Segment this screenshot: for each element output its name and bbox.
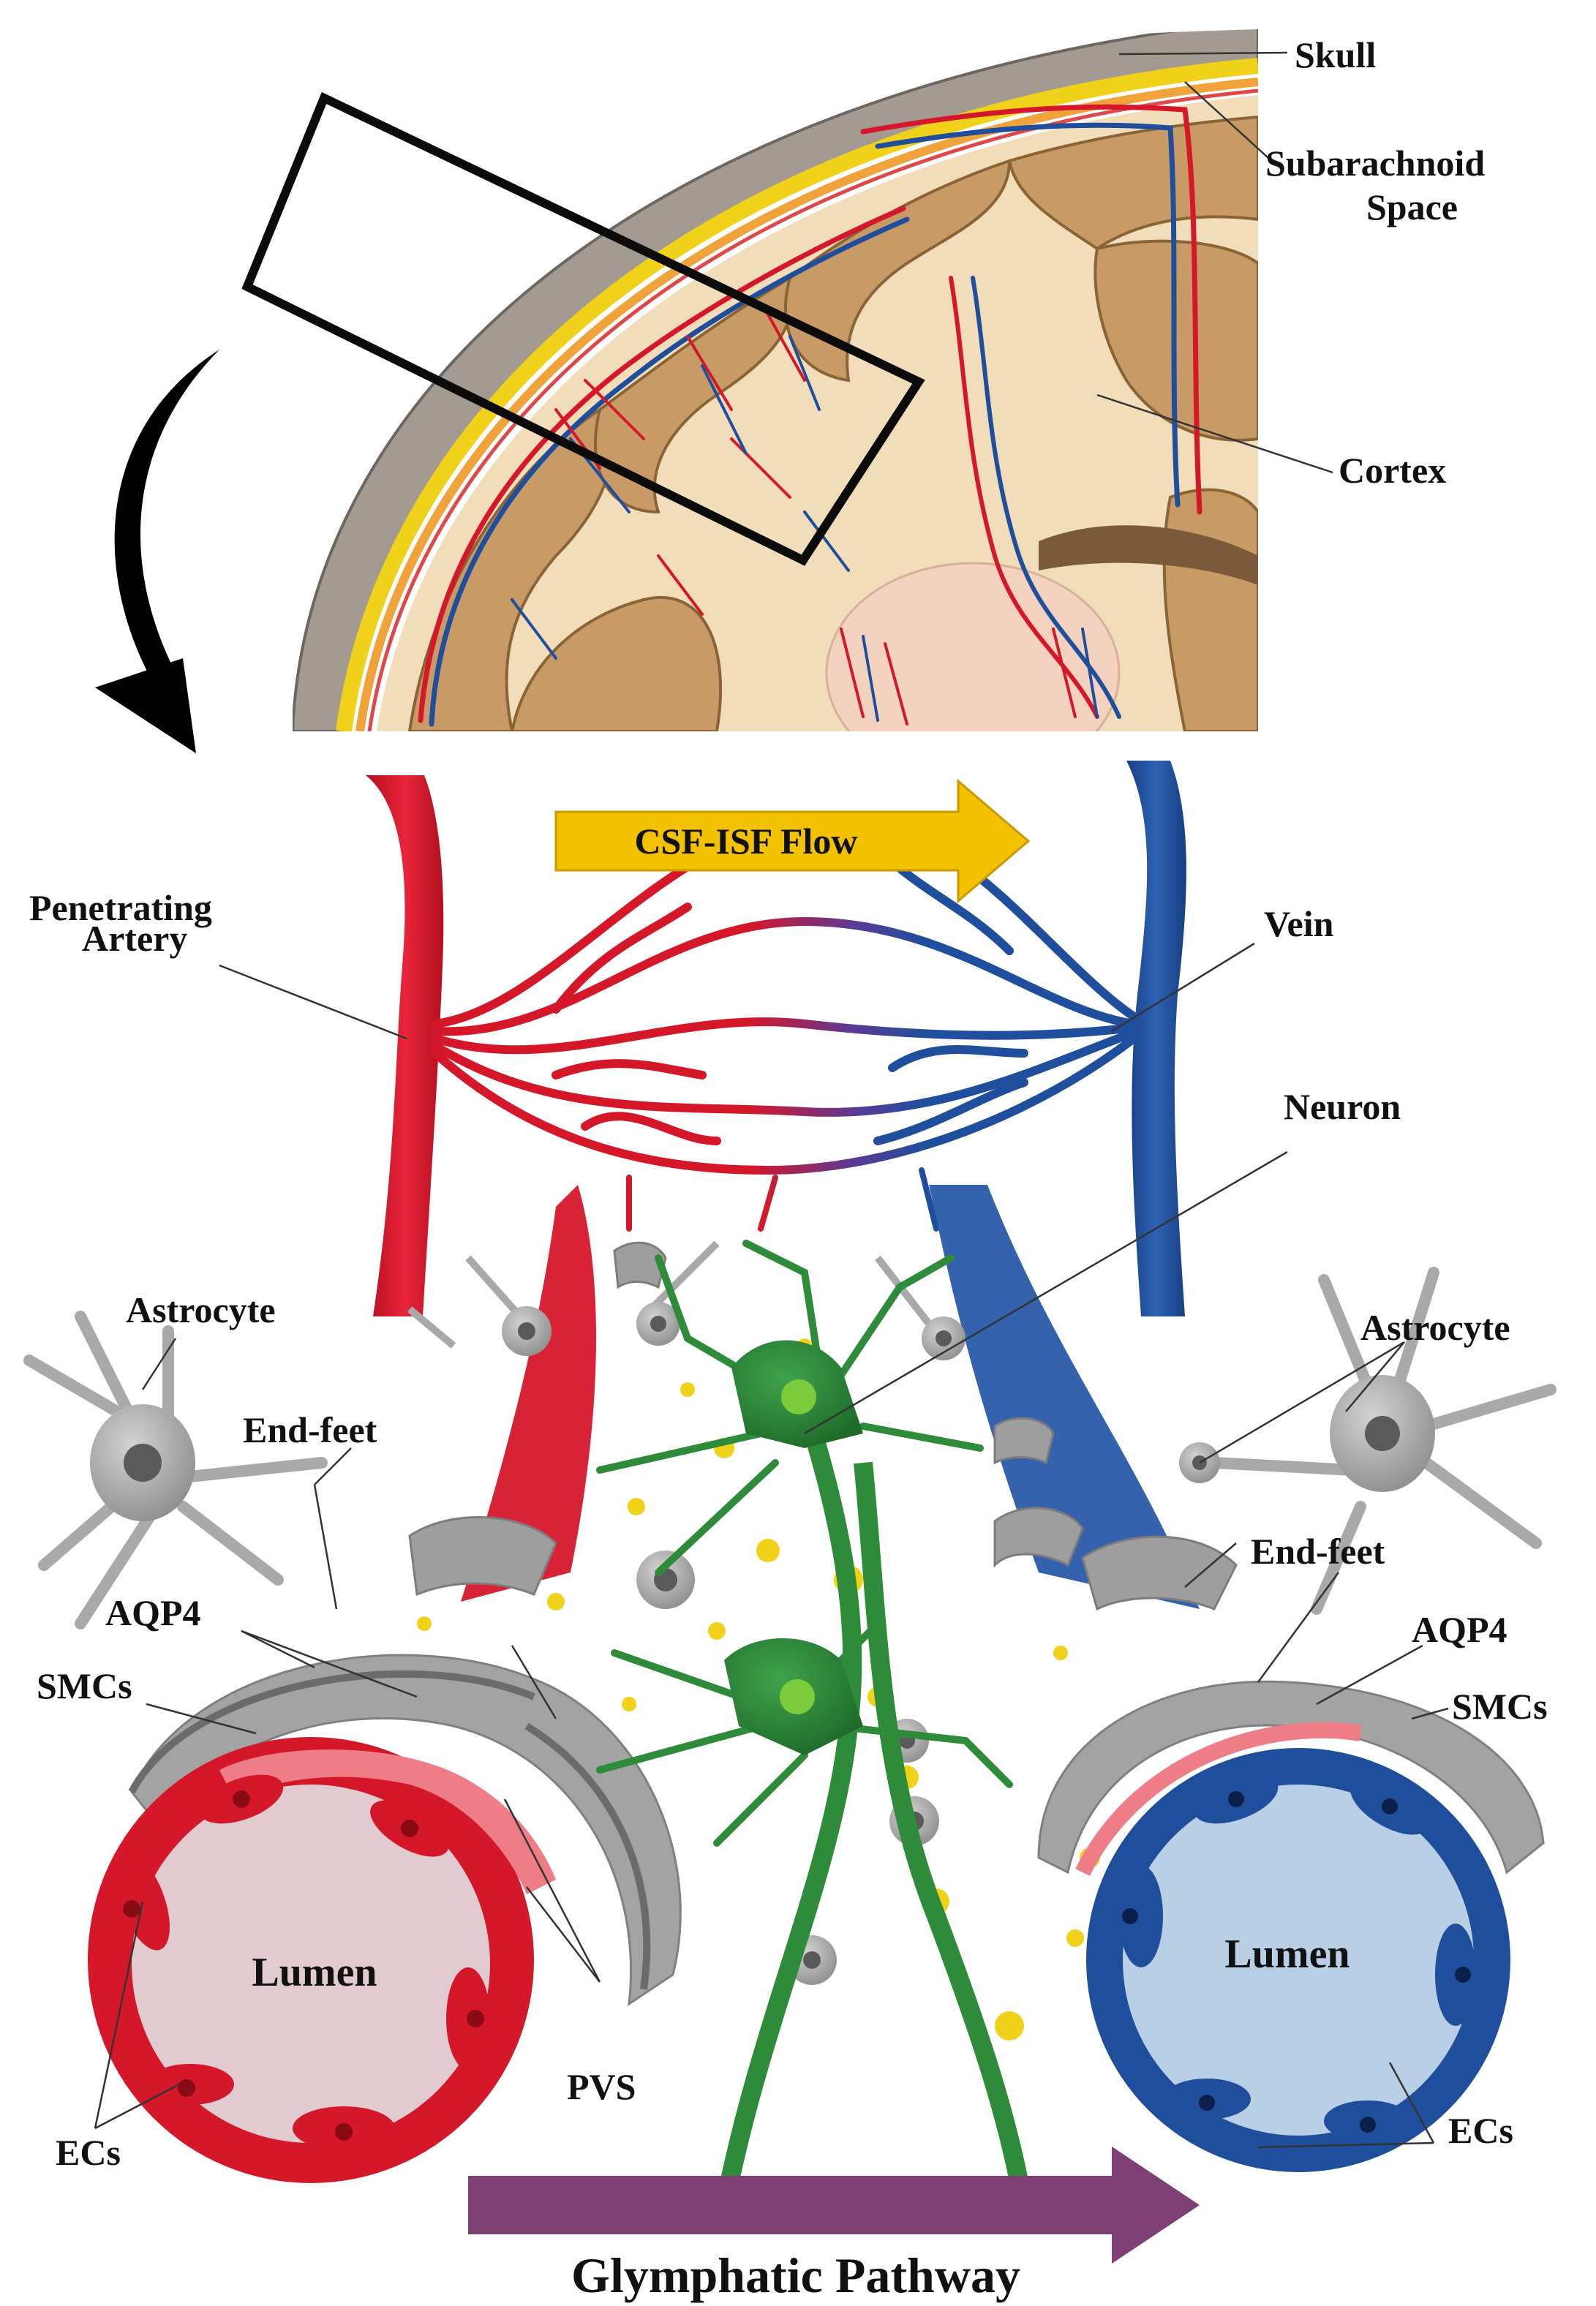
leader-lines: [94, 51, 1449, 2149]
lumen-right-label: Lumen: [1224, 1932, 1350, 1977]
zoom-arrow: [95, 350, 219, 753]
aqp4-right-label: AQP4: [1412, 1609, 1507, 1650]
cellular-layer: [23, 1240, 1557, 2211]
astrocyte-left-label: Astrocyte: [126, 1289, 276, 1330]
zoom-box: [241, 91, 925, 566]
csf-isf-flow-arrow: CSF-ISF Flow: [554, 778, 1031, 904]
astrocyte-right-label: Astrocyte: [1360, 1307, 1510, 1348]
artery-cross-section: [88, 1654, 682, 2183]
vein-label: Vein: [1264, 903, 1334, 944]
cortex-label: Cortex: [1339, 450, 1446, 491]
surface-vessels: [418, 104, 1202, 727]
astrocyte-left: [23, 1311, 328, 1629]
labels: Skull Subarachnoid Space Cortex Penetrat…: [29, 34, 1548, 2303]
capillary-bed: [431, 813, 1138, 1232]
endfeet-left-label: End-feet: [243, 1409, 377, 1450]
vessel-tree: [366, 761, 1200, 1609]
endfeet-right-label: End-feet: [1251, 1531, 1385, 1572]
lumen-left-label: Lumen: [252, 1950, 377, 1995]
penetrating-artery: [366, 775, 444, 1316]
penetrating-label-line2: Artery: [82, 918, 187, 959]
vein-cross-section: [1037, 1680, 1545, 2172]
smcs-right-label: SMCs: [1452, 1686, 1548, 1727]
aqp4-left-label: AQP4: [105, 1592, 201, 1633]
pvs-label: PVS: [567, 2066, 636, 2107]
ecs-left-label: ECs: [56, 2132, 121, 2173]
neurons: [596, 1240, 1034, 2211]
csf-isf-flow-label: CSF-ISF Flow: [634, 821, 857, 862]
ecs-right-label: ECs: [1448, 2110, 1513, 2151]
subarachnoid-label-line1: Subarachnoid: [1265, 143, 1485, 184]
glymphatic-pathway-arrow: [468, 2147, 1200, 2264]
astrocyte-right: [1208, 1267, 1557, 1615]
penetrating-label-line1: Penetrating: [29, 887, 212, 928]
cortex-gyri: [407, 115, 1258, 731]
subarachnoid-label-line2: Space: [1366, 186, 1458, 227]
thalamus: [825, 562, 1121, 731]
neuron-label: Neuron: [1284, 1086, 1401, 1127]
skull-label: Skull: [1295, 34, 1376, 75]
smcs-left-label: SMCs: [37, 1665, 132, 1706]
vein-vessel: [1126, 761, 1186, 1316]
glymphatic-label: Glymphatic Pathway: [571, 2247, 1020, 2303]
white-matter: [377, 95, 1258, 731]
brain-cross-section: [241, 29, 1258, 731]
end-feet: [408, 1241, 1238, 1611]
